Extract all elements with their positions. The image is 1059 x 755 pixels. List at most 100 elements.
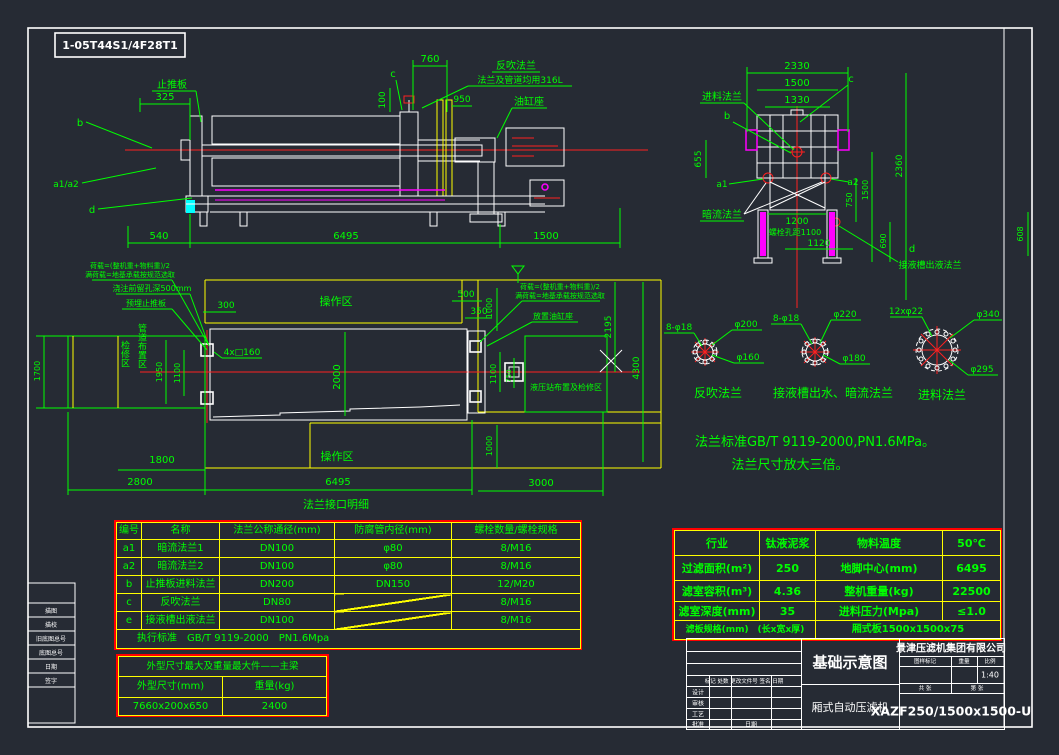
backblow-inner: φ160 bbox=[736, 353, 759, 363]
cell-process: 工艺 bbox=[691, 711, 705, 719]
dim-1100-mid: 1100 bbox=[489, 364, 498, 384]
plan-view: 操作区 操作区 荷载=(整机重+物料重)/2 满荷载=地基承载按规范选取 浇注前… bbox=[33, 261, 662, 496]
ref-a2: a2 bbox=[847, 178, 858, 188]
dim-1120: 1120 bbox=[808, 239, 831, 249]
note-cylinder-seat: 放置油缸座 bbox=[533, 311, 573, 321]
filter-plate-stack-upper bbox=[211, 115, 401, 145]
col-mark: 图样标记 bbox=[913, 659, 937, 665]
spec-depth-label: 滤室深度(mm) bbox=[674, 601, 760, 621]
cell-date: 日期 bbox=[744, 721, 758, 729]
spec-temp-value: 50℃ bbox=[942, 530, 1001, 556]
note-embed-plate: 预埋止推板 bbox=[126, 298, 166, 308]
spec-table: 行业 钛液泥浆 物料温度 50℃ 过滤面积(m²) 250 地脚中心(mm) 6… bbox=[672, 528, 1002, 641]
cell-check: 审核 bbox=[691, 700, 705, 708]
flange-table-title: 法兰接口明细 bbox=[303, 497, 369, 511]
cell: 8/M16 bbox=[451, 593, 581, 612]
zone-piping: 管道布置区 bbox=[136, 322, 147, 368]
dim-950: 950 bbox=[453, 95, 470, 105]
dim-1950: 1950 bbox=[155, 362, 164, 382]
flange-detail-backblow: 8-φ18 φ200 φ160 反吹法兰 bbox=[664, 320, 764, 400]
revision-headers: 标记 处数 更改文件号 签名 日期 bbox=[704, 679, 784, 685]
col-scale: 比例 bbox=[984, 659, 996, 665]
strip-cell-2: 描校 bbox=[45, 621, 57, 629]
dim-1500-right: 1500 bbox=[861, 180, 870, 200]
spec-industry-label: 行业 bbox=[674, 530, 760, 556]
cell: φ80 bbox=[334, 557, 452, 576]
dim-2195: 2195 bbox=[604, 316, 614, 339]
dim-100: 100 bbox=[378, 91, 388, 108]
cell: DN100 bbox=[219, 611, 335, 630]
cell: 接液槽出液法兰 bbox=[141, 611, 220, 630]
label-pipe-material: 法兰及管道均用316L bbox=[477, 74, 562, 86]
cell: e bbox=[116, 611, 142, 630]
flange-notes: 法兰标准GB/T 9119-2000,PN1.6MPa。 法兰尺寸放大三倍。 bbox=[695, 435, 935, 473]
flange-detail-trough: 8-φ18 φ220 φ180 接液槽出水、暗流法兰 bbox=[771, 310, 893, 400]
cylinder-seat-box bbox=[505, 127, 565, 167]
trough-outer: φ220 bbox=[833, 310, 856, 320]
dim-655: 655 bbox=[694, 150, 704, 167]
dim-2000: 2000 bbox=[332, 364, 343, 389]
dim-6495: 6495 bbox=[333, 231, 358, 242]
fh-0: 编号 bbox=[116, 522, 142, 540]
feed-outer: φ340 bbox=[976, 310, 999, 320]
drawing-number: 1-05T44S1/4F28T1 bbox=[62, 39, 178, 52]
trough-name: 接液槽出水、暗流法兰 bbox=[773, 385, 893, 400]
spec-weight-label: 整机重量(kg) bbox=[815, 580, 943, 602]
ref-a1: a1 bbox=[716, 180, 727, 190]
zone-hydraulic: 液压站布置及检修区 bbox=[530, 382, 602, 392]
dim-500: 500 bbox=[457, 290, 474, 300]
cell: 暗流法兰2 bbox=[141, 557, 220, 576]
note-load-2: 满荷载=地基承载按规范选取 bbox=[85, 270, 175, 279]
dim-2800: 2800 bbox=[127, 477, 152, 488]
right-lug bbox=[837, 129, 850, 151]
product-name: 厢式自动压滤机 bbox=[811, 701, 889, 714]
scale-value: 1:40 bbox=[981, 670, 999, 680]
cell: 反吹法兰 bbox=[141, 593, 220, 612]
cell: DN80 bbox=[219, 593, 335, 612]
ref-c-end: c bbox=[848, 74, 854, 85]
flange-row-e: e 接液槽出液法兰 DN100 8/M16 bbox=[116, 611, 581, 630]
dim-2330: 2330 bbox=[784, 61, 809, 72]
label-underflow-flange: 暗流法兰 bbox=[702, 208, 742, 221]
fh-4: 螺栓数量/螺栓规格 bbox=[451, 522, 581, 540]
cell: 8/M16 bbox=[451, 611, 581, 630]
flange-note-scale: 法兰尺寸放大三倍。 bbox=[731, 458, 848, 473]
dim-750-plan: 750 bbox=[505, 369, 513, 382]
dim-3000: 3000 bbox=[528, 478, 553, 489]
label-backblow-flange: 反吹法兰 bbox=[496, 59, 536, 72]
ref-d-end: d bbox=[909, 244, 915, 255]
strip-cell-1: 描图 bbox=[45, 607, 57, 615]
dim-1500: 1500 bbox=[533, 231, 558, 242]
dim-300: 300 bbox=[217, 301, 234, 311]
note-load-1b: 荷载=(整机重+物料重)/2 bbox=[520, 282, 600, 291]
flange-row-c: c 反吹法兰 DN80 8/M16 bbox=[116, 593, 581, 612]
spec-depth-value: 35 bbox=[759, 601, 816, 621]
cell: φ80 bbox=[334, 539, 452, 558]
beam-v-weight: 2400 bbox=[222, 697, 327, 716]
pump-unit bbox=[529, 179, 565, 207]
drawing-title: 基础示意图 bbox=[812, 653, 888, 672]
cell: c bbox=[116, 593, 142, 612]
label-trough-flange: 接液槽出液法兰 bbox=[898, 259, 961, 271]
fh-1: 名称 bbox=[141, 522, 220, 540]
trough-bolts: 8-φ18 bbox=[773, 314, 800, 324]
model-number: XAZF250/1500x1500-U bbox=[870, 703, 1032, 719]
beam-table-title: 外型尺寸最大及重量最大件——主梁 bbox=[118, 656, 327, 677]
flange-table-footer: 执行标准 GB/T 9119-2000 PN1.6Mpa bbox=[116, 629, 581, 649]
note-load-2b: 满荷载=地基承载按规范选取 bbox=[515, 291, 605, 300]
title-block: 标记 处数 更改文件号 签名 日期 设计 审核 工艺 批准 日期 基础示意图 厢… bbox=[686, 638, 1031, 730]
spec-industry-value: 钛液泥浆 bbox=[759, 530, 816, 556]
strip-cell-5: 日期 bbox=[45, 663, 57, 671]
cell: b bbox=[116, 575, 142, 594]
dim-540: 540 bbox=[149, 231, 168, 242]
dim-1000-bottom: 1000 bbox=[485, 436, 494, 456]
spec-area-value: 250 bbox=[759, 555, 816, 581]
beam-h-dims: 外型尺寸(mm) bbox=[118, 676, 223, 698]
left-lug bbox=[745, 129, 758, 151]
cell: 8/M16 bbox=[451, 557, 581, 576]
flange-table: 编号 名称 法兰公称通径(mm) 防腐管内径(mm) 螺栓数量/螺栓规格 a1 … bbox=[114, 520, 582, 650]
flange-note-standard: 法兰标准GB/T 9119-2000,PN1.6MPa。 bbox=[695, 435, 935, 450]
spec-plate-value: 厢式板1500x1500x75 bbox=[815, 620, 1001, 640]
